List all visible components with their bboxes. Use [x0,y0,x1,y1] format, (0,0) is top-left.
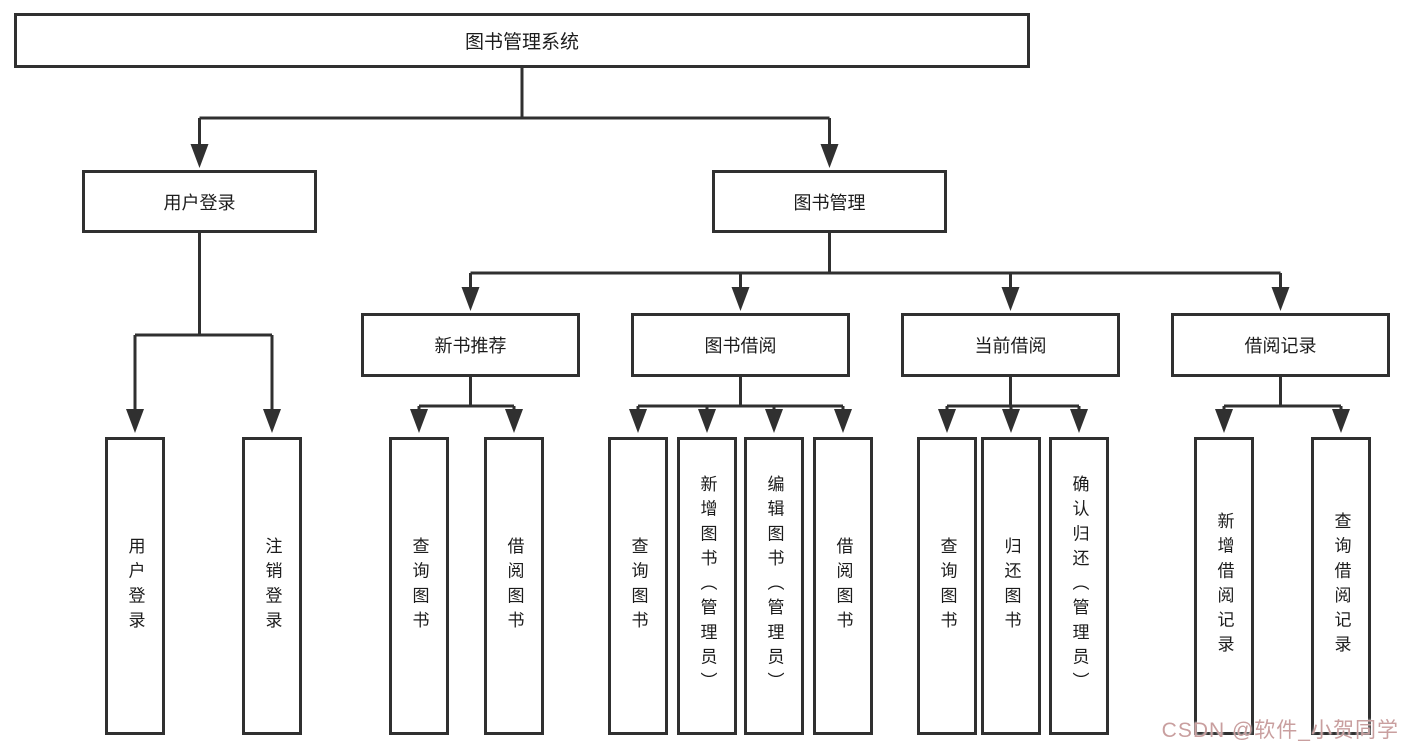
leaf-recommend-borrow-books: 借阅图书 [484,437,544,735]
leaf-query-borrow-record: 查询借阅记录 [1311,437,1371,735]
leaf-logout: 注销登录 [242,437,302,735]
leaf-label: 归还图书 [1001,536,1021,636]
leaf-label: 新增借阅记录 [1214,512,1234,660]
leaf-confirm-return-admin: 确认归还（管理员） [1049,437,1109,735]
leaf-recommend-query-books: 查询图书 [389,437,449,735]
leaf-borrowing-borrow-books: 借阅图书 [813,437,873,735]
node-book-borrowing: 图书借阅 [631,313,850,377]
node-borrowing-records: 借阅记录 [1171,313,1390,377]
node-current-borrowing: 当前借阅 [901,313,1120,377]
leaf-add-books-admin: 新增图书（管理员） [677,437,737,735]
leaf-label: 用户登录 [125,536,145,636]
leaf-current-query-books: 查询图书 [917,437,977,735]
leaf-label: 注销登录 [262,536,282,636]
node-library-management-system: 图书管理系统 [14,13,1030,68]
leaf-label: 确认归还（管理员） [1069,475,1089,697]
leaf-label: 借阅图书 [833,536,853,636]
leaf-return-books: 归还图书 [981,437,1041,735]
leaf-add-borrow-record: 新增借阅记录 [1194,437,1254,735]
leaf-borrowing-query-books: 查询图书 [608,437,668,735]
leaf-label: 新增图书（管理员） [697,475,717,697]
node-new-book-recommendation: 新书推荐 [361,313,580,377]
node-user-login: 用户登录 [82,170,317,233]
leaf-label: 查询图书 [937,536,957,636]
leaf-label: 查询图书 [409,536,429,636]
leaf-edit-books-admin: 编辑图书（管理员） [744,437,804,735]
leaf-label: 查询借阅记录 [1331,512,1351,660]
leaf-label: 借阅图书 [504,536,524,636]
node-book-management: 图书管理 [712,170,947,233]
leaf-label: 编辑图书（管理员） [764,475,784,697]
leaf-label: 查询图书 [628,536,648,636]
leaf-user-login: 用户登录 [105,437,165,735]
